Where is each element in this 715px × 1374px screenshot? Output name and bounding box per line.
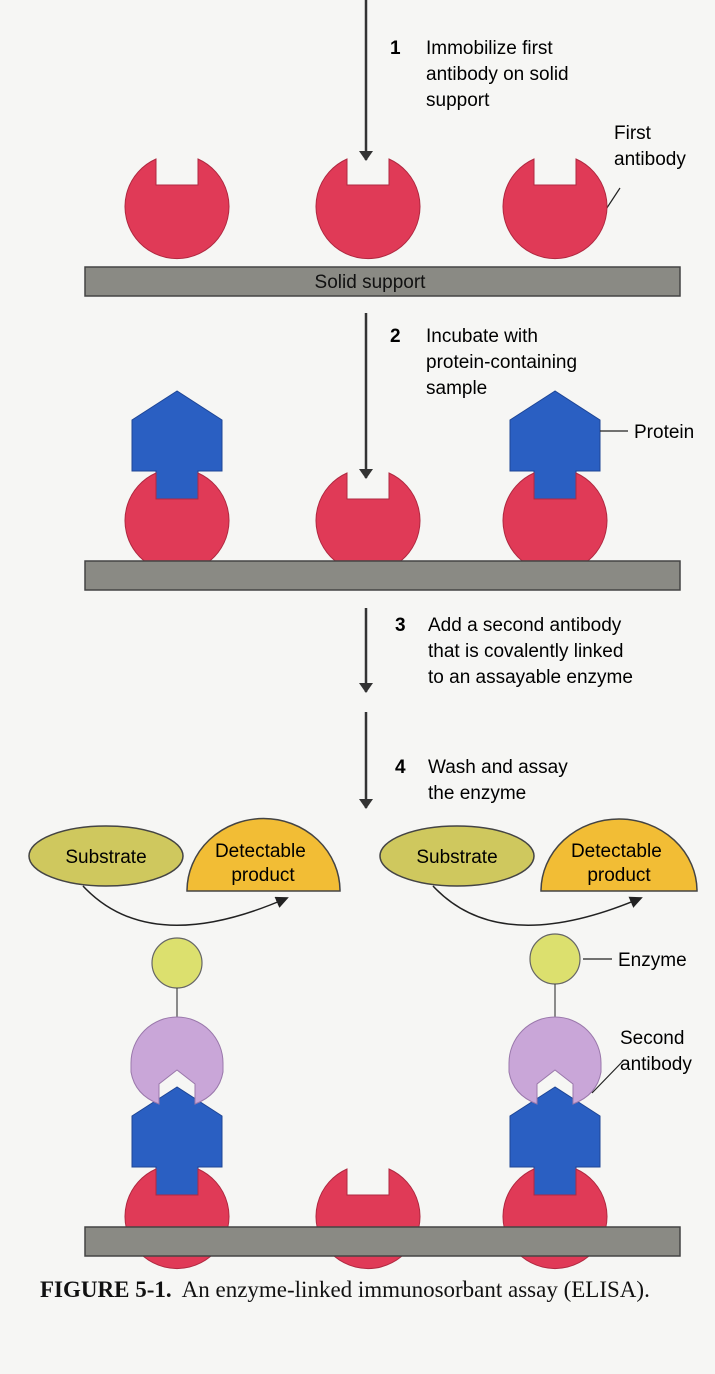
detectable-product [186, 817, 341, 892]
figure-caption: FIGURE 5-1. An enzyme-linked immunosorban… [40, 1274, 700, 1305]
second-antibody-label: Second antibody [620, 1028, 692, 1075]
product-label: Detectable product [571, 841, 667, 886]
solid-support [84, 560, 681, 591]
reaction-arrow [432, 885, 643, 926]
enzyme [151, 937, 203, 989]
second-antibody-leader [591, 1059, 625, 1094]
step-3-text: 3 Add a second antibody that is covalent… [395, 615, 633, 688]
enzyme-label: Enzyme [618, 950, 687, 971]
first-antibody [502, 158, 608, 260]
protein-label: Protein [634, 422, 694, 443]
detectable-product [540, 818, 698, 892]
substrate [379, 825, 535, 887]
solid-support [84, 266, 681, 297]
solid-support-label: Solid support [315, 272, 427, 293]
substrate-label: Substrate [416, 847, 497, 868]
figure-caption-text: An enzyme-linked immunosorbant assay (EL… [181, 1277, 650, 1302]
substrate-label: Substrate [65, 847, 146, 868]
solid-support [84, 1226, 681, 1257]
enzyme [529, 933, 581, 985]
first-antibody [315, 472, 421, 574]
first-antibody-label: First antibody [614, 123, 686, 170]
step-2-text: 2 Incubate with protein-containing sampl… [390, 326, 582, 399]
step-1-text: 1 Immobilize first antibody on solid sup… [390, 38, 574, 111]
product-label: Detectable product [215, 841, 311, 886]
step-4-text: 4 Wash and assay the enzyme [395, 757, 573, 804]
substrate [28, 825, 184, 887]
first-antibody [124, 158, 230, 260]
figure-label: FIGURE 5-1. [40, 1277, 172, 1302]
reaction-arrow [82, 885, 289, 926]
first-antibody [315, 158, 421, 260]
